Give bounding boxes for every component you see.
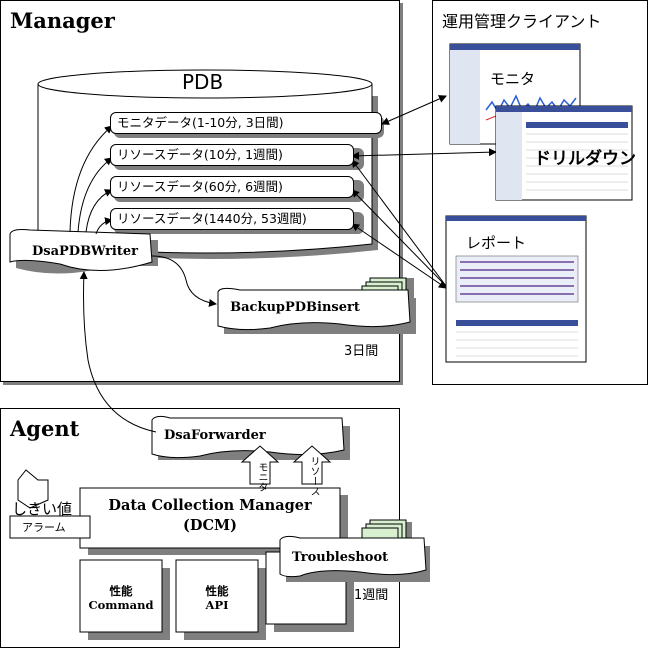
resource-flow-arrow <box>292 445 332 485</box>
perf-command-box <box>79 559 163 633</box>
pdb-record-monitor: モニタデータ(1-10分, 3日間) <box>110 112 382 134</box>
perf-command-label2: Command <box>88 598 154 612</box>
pdb-record-resource-1440: リソースデータ(1440分, 53週間) <box>110 208 354 230</box>
monitor-flow-label: モニタ <box>256 462 267 492</box>
resource-flow-label: リソース <box>308 456 319 496</box>
rec2-to-drilldown-arrow <box>351 148 497 160</box>
dcm-line1: Data Collection Manager <box>108 497 312 514</box>
writer-to-rec3-arrow <box>85 189 113 233</box>
forwarder-shape <box>151 415 345 459</box>
dcm-line2: (DCM) <box>183 517 237 534</box>
pdb-record-resource-60: リソースデータ(60分, 6週間) <box>110 176 354 198</box>
writer-to-rec2-arrow <box>77 157 113 233</box>
writer-shape <box>9 229 153 271</box>
pdb-record-resource-10: リソースデータ(10分, 1週間) <box>110 144 354 166</box>
troubleshoot-retention: 1週間 <box>354 588 389 603</box>
writer-to-rec1-arrow <box>69 125 113 233</box>
writer-to-backup-arrow <box>151 255 217 307</box>
threshold-pentagon <box>17 469 49 509</box>
forwarder-label: DsaForwarder <box>164 428 266 443</box>
monitor-flow-arrow <box>240 445 280 485</box>
rec4-to-report-arrow <box>351 223 447 289</box>
threshold-label: しきい値 <box>12 500 73 518</box>
perf-api-label1: 性能 <box>205 584 229 598</box>
perf-api-label2: API <box>205 598 229 612</box>
backup-label: BackupPDBinsert <box>230 300 360 315</box>
report-screen-label: レポート <box>466 234 527 252</box>
threshold-box <box>9 515 91 539</box>
perf-api-box <box>175 559 259 633</box>
report-screenshot <box>445 215 587 363</box>
troubleshoot-shape <box>279 535 427 578</box>
pdb-label: PDB <box>182 70 224 94</box>
alarm-label: アラーム <box>22 521 66 534</box>
rec1-to-monitor-arrow <box>381 95 447 125</box>
forwarder-to-writer-arrow <box>79 271 157 433</box>
drilldown-screenshot <box>495 105 633 201</box>
backup-shape <box>217 287 411 331</box>
agent-title: Agent <box>10 416 80 441</box>
monitor-screen-label: モニタ <box>490 70 536 88</box>
client-title: 運用管理クライアント <box>442 12 602 31</box>
troubleshoot-label: Troubleshoot <box>292 550 389 565</box>
writer-label: DsaPDBWriter <box>32 244 138 259</box>
manager-title: Manager <box>10 8 115 33</box>
backup-retention: 3日間 <box>344 344 379 359</box>
drilldown-screen-label: ドリルダウン <box>534 149 636 169</box>
perf-command-label1: 性能 <box>109 584 133 598</box>
